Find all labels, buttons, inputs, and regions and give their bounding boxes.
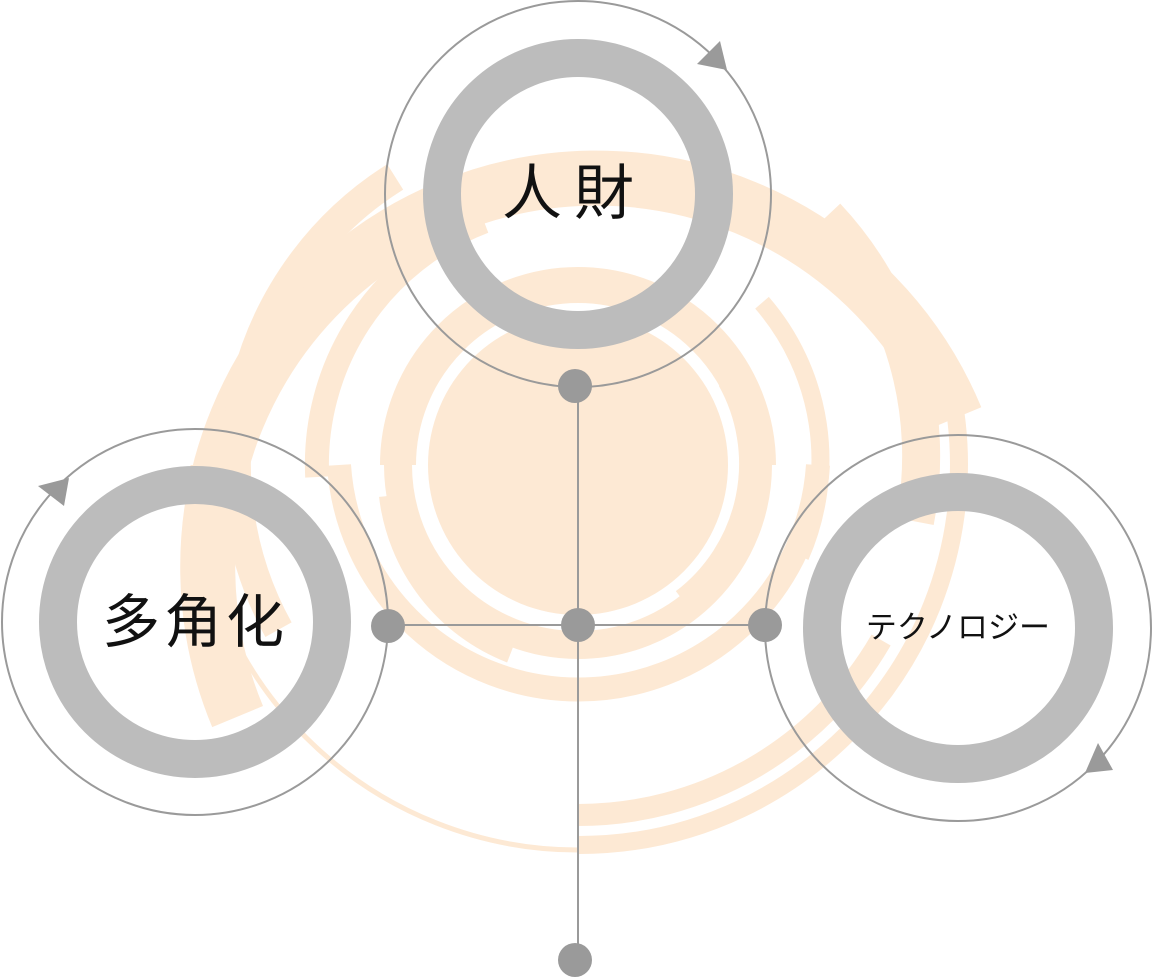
junction-dot-left [371, 609, 405, 643]
node-right-ring [803, 473, 1113, 783]
node-right-label: テクノロジー [866, 610, 1050, 646]
bg-ring-inner-6 [675, 376, 760, 608]
node-right: テクノロジー [764, 434, 1152, 822]
node-left-label: 多角化 [102, 588, 288, 656]
junction-dot-center [561, 608, 595, 642]
junction-dot-right [748, 608, 782, 642]
bg-ring-left-upper [220, 164, 404, 637]
bg-ring-mid [812, 203, 941, 525]
node-top-arrow-icon [697, 41, 727, 70]
node-left-arrow-icon [38, 478, 69, 506]
node-right-arrow-icon [1085, 743, 1113, 773]
bg-ring-inner-7 [379, 495, 513, 663]
node-left-ring [39, 466, 351, 778]
node-top-ring [423, 39, 733, 349]
bg-ring-inner-3 [755, 296, 830, 560]
node-top: 人財 [384, 0, 772, 388]
junction-dot-bottom [558, 943, 592, 977]
junction-dots [371, 369, 782, 977]
background-rings [180, 150, 982, 855]
bg-ring-outer-thin [190, 464, 579, 853]
junction-dot-top [558, 369, 592, 403]
bg-ring-right-arc [577, 346, 968, 855]
node-top-label: 人財 [502, 159, 646, 229]
node-left: 多角化 [1, 428, 389, 816]
